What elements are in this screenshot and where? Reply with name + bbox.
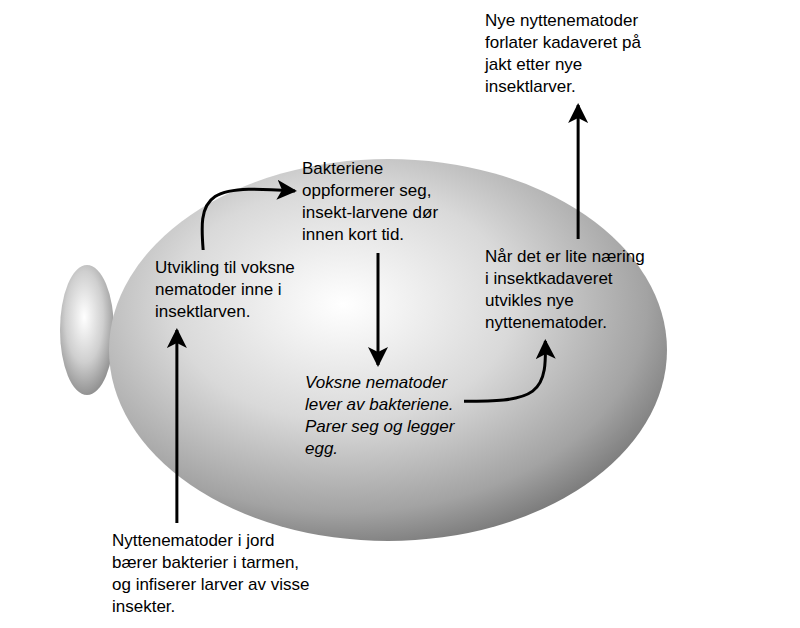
- larva-body: [109, 159, 667, 541]
- cycle-arrow: [577, 105, 580, 239]
- larva-head: [60, 265, 114, 395]
- text-region: Voksne nematoder lever av bakteriene. Pa…: [303, 370, 459, 462]
- text-region: Utvikling til voksne nematoder inne i in…: [153, 255, 305, 325]
- step-text: Utvikling til voksne nematoder inne i in…: [155, 257, 303, 323]
- cycle-arrow: [202, 189, 295, 250]
- step-text: Nye nyttenematoder forlater kadaveret på…: [485, 10, 670, 98]
- text-region: Bakteriene oppformerer seg, insekt-larve…: [300, 156, 450, 248]
- text-region: Nyttenematoder i jord bærer bakterier i …: [110, 528, 319, 620]
- step-text: Når det er lite næring i insektkadaveret…: [485, 246, 645, 334]
- cycle-arrow: [175, 330, 178, 523]
- step-text: Voksne nematoder lever av bakteriene. Pa…: [305, 372, 457, 460]
- step-text: Nyttenematoder i jord bærer bakterier i …: [112, 530, 317, 618]
- step-text: Bakteriene oppformerer seg, insekt-larve…: [302, 158, 448, 246]
- cycle-arrow: [377, 253, 380, 365]
- text-region: Nye nyttenematoder forlater kadaveret på…: [483, 8, 672, 100]
- cycle-arrow: [464, 341, 545, 401]
- text-region: Når det er lite næring i insektkadaveret…: [483, 244, 647, 336]
